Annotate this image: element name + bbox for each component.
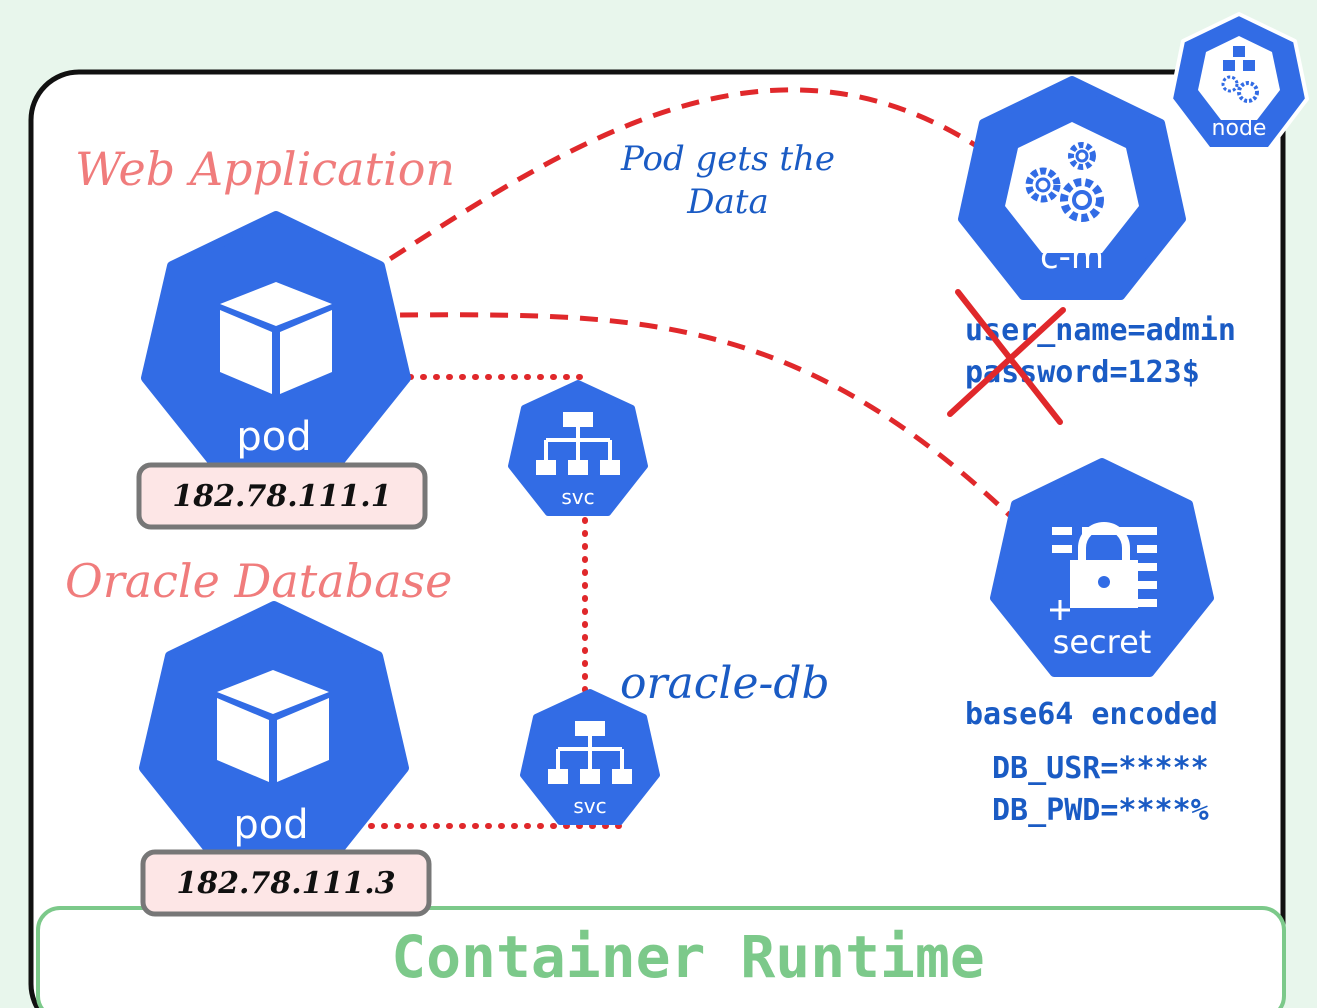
configmap-label: c-m (1040, 237, 1104, 277)
secret-entry-password: DB_PWD=****% (992, 793, 1209, 828)
node-cubes-icon (1221, 46, 1259, 103)
network-hierarchy-icon (548, 721, 632, 784)
db-pod[interactable]: pod (139, 601, 409, 863)
container-runtime-label: Container Runtime (391, 923, 985, 991)
gears-icon (1025, 142, 1104, 222)
pod-gets-data-line1: Pod gets the (620, 139, 835, 179)
crosshair-cursor-icon (1050, 600, 1070, 620)
lock-icon (1052, 522, 1157, 608)
node-inner-heptagon (1198, 36, 1280, 120)
oracle-db-title: Oracle Database (65, 554, 452, 608)
secret-entry-user: DB_USR=***** (992, 751, 1209, 786)
configmap-entry-user: user_name=admin (965, 313, 1236, 348)
container-runtime: Container Runtime (36, 906, 1286, 1008)
web-pod-ip-rect (136, 462, 428, 530)
configmap-entry-password: password=123$ (965, 355, 1200, 390)
web-pod-ip: 182.78.111.1 (172, 479, 391, 514)
cube-icon (220, 282, 332, 394)
node-label: node (1212, 116, 1267, 141)
cube-icon (217, 670, 329, 782)
secret[interactable]: secret (990, 458, 1214, 677)
web-service[interactable]: svc (508, 380, 648, 516)
db-pod-ip-rect (140, 849, 432, 917)
configmap[interactable]: c-m (958, 76, 1186, 300)
db-service[interactable]: svc (520, 689, 660, 825)
pod-gets-data-line2: Data (686, 182, 768, 222)
web-service-label: svc (561, 485, 594, 509)
oracle-service-name: oracle-db (620, 658, 830, 709)
db-pod-ip-box: 182.78.111.3 (140, 849, 432, 917)
web-pod-ip-box: 182.78.111.1 (136, 462, 428, 530)
secret-encoding-note: base64 encoded (965, 697, 1218, 732)
network-hierarchy-icon (536, 412, 620, 475)
secret-label: secret (1053, 623, 1152, 661)
db-service-label: svc (573, 794, 606, 818)
db-pod-label: pod (233, 802, 308, 848)
secret-connector (369, 312, 1027, 532)
container-runtime-box (36, 906, 1286, 1008)
node-badge[interactable]: node (1169, 12, 1309, 151)
configmap-connector (363, 87, 977, 278)
db-pod-ip: 182.78.111.3 (176, 866, 395, 901)
web-pod-label: pod (236, 414, 311, 460)
web-app-title: Web Application (75, 142, 455, 196)
cross-out-mark (947, 289, 1066, 425)
